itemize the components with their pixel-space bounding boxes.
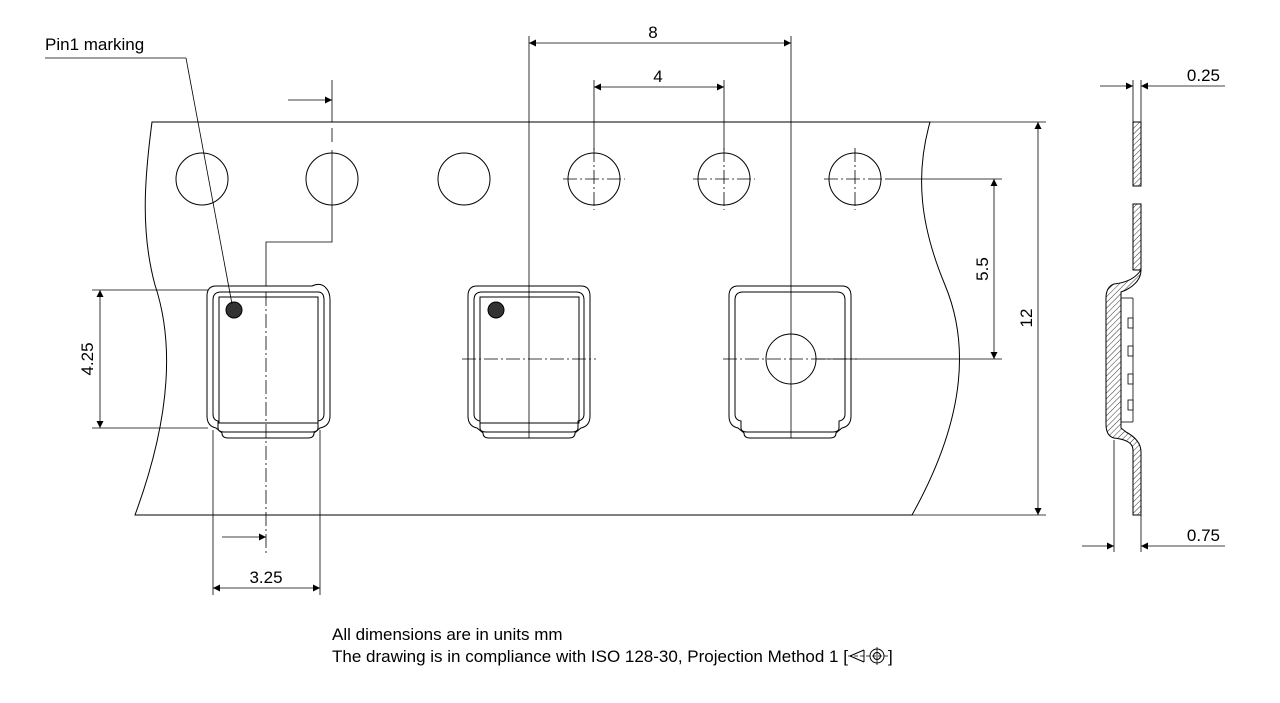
dim-8-label: 8 <box>648 23 657 42</box>
pin1-dot <box>225 301 243 319</box>
pin1-dot <box>487 301 505 319</box>
dim-4-label: 4 <box>653 67 662 86</box>
dim-hole-to-cavity: 5.5 <box>816 178 1002 360</box>
pocket-3 <box>723 285 857 439</box>
pin1-marking-label: Pin1 marking <box>45 35 144 54</box>
carrier-tape-outline <box>134 121 961 516</box>
projection-note: The drawing is in compliance with ISO 12… <box>332 646 893 671</box>
dim-5-5-label: 5.5 <box>973 257 992 281</box>
projection-note-end: ] <box>887 647 893 666</box>
tape-side-section <box>1105 121 1142 516</box>
sprocket-hole <box>175 152 229 206</box>
dim-12-label: 12 <box>1017 309 1036 328</box>
dim-0-75-label: 0.75 <box>1187 526 1220 545</box>
dim-tape-thickness: 0.25 <box>1100 66 1225 122</box>
dim-sprocket-pitch: 8 <box>528 23 792 438</box>
dim-4-25-label: 4.25 <box>78 342 97 375</box>
pocket-1 <box>206 283 331 439</box>
dim-pocket-depth: 0.75 <box>1082 440 1225 552</box>
dim-tape-width: 12 <box>912 121 1046 516</box>
pin1-marking-callout: Pin1 marking <box>45 35 233 305</box>
dim-cavity-length: 4.25 <box>78 289 208 429</box>
reference-offset-line <box>222 80 333 556</box>
dim-0-25-label: 0.25 <box>1187 66 1220 85</box>
dim-hole-pitch: 4 <box>593 67 725 150</box>
dim-cavity-width: 3.25 <box>212 430 321 595</box>
projection-note-text: The drawing is in compliance with ISO 12… <box>332 647 848 666</box>
first-angle-projection-icon <box>847 647 888 671</box>
dim-3-25-label: 3.25 <box>249 568 282 587</box>
units-note: All dimensions are in units mm <box>332 625 563 644</box>
sprocket-hole <box>437 152 491 206</box>
drawing-notes: All dimensions are in units mm The drawi… <box>332 624 893 671</box>
sprocket-holes <box>175 128 886 210</box>
